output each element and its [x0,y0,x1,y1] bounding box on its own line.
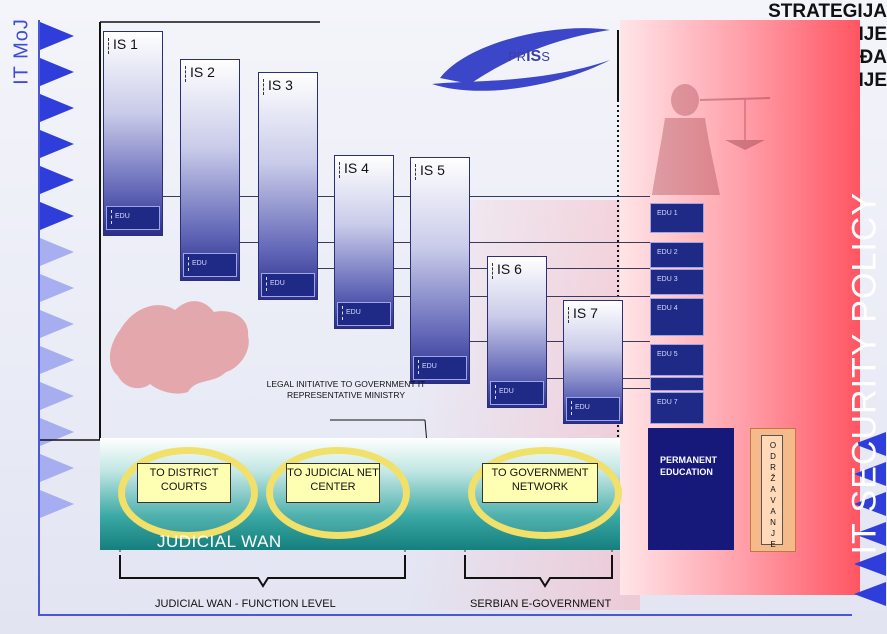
edu-box: EDU [413,356,467,380]
odrzavanje-letter: J [771,529,775,538]
is-box: IS 5 EDU [410,157,470,384]
is-label: IS 5 [420,162,445,178]
arrow-icon [854,522,886,546]
is-box: IS 1 EDU [103,31,163,236]
legal-initiative-note: LEGAL INITIATIVE TO GOVERNMENT IT REPRES… [266,379,426,400]
priss-logo: PRISS [508,48,550,65]
is-label: IS 4 [344,160,369,176]
arrow-icon [854,582,886,606]
odrzavanje-letter: V [770,496,776,505]
edu-right-box: EDU 4 [650,298,704,336]
edu-box: EDU [183,253,237,277]
is-label: IS 2 [190,64,215,80]
odrzavanje-letter: E [770,540,776,549]
odrzavanje-letter: N [770,518,776,527]
is-box: IS 6 EDU [487,256,547,408]
arrow-icon [40,58,74,86]
frame-bottom [38,614,852,616]
arrow-icon [40,418,74,446]
arrow-icon [854,552,886,576]
title-line: STRATEGIJA [768,1,887,22]
odrzavanje-letter: Ž [770,474,776,483]
edu-right-box: EDU 1 [650,203,704,233]
edu-link-line [316,268,650,269]
edu-right-box: EDU 3 [650,269,704,295]
arrow-icon [854,492,886,516]
odrzavanje-letter: A [770,485,776,494]
odrzavanje-letter: D [770,452,776,461]
arrow-icon [40,22,74,50]
judicial-net-center-box: TO JUDICIAL NET CENTER [286,463,380,503]
arrow-icon [40,310,74,338]
edu-box: EDU [261,273,315,297]
is-label: IS 7 [573,305,598,321]
arrow-icon [40,238,74,266]
is-label: IS 6 [497,261,522,277]
odrzavanje-letter: O [769,441,777,450]
edu-link-line [160,196,650,197]
edu-link-line [468,341,650,342]
arrow-icon [40,274,74,302]
edu-box: EDU [566,397,620,421]
permanent-education-box: PERMANENT EDUCATION [648,428,734,550]
arrow-icon [40,130,74,158]
is-box: IS 3 EDU [258,72,318,300]
edu-right-box [650,377,704,391]
brace-label: SERBIAN E-GOVERNMENT [470,598,612,610]
odrzavanje-letter: R [770,463,776,472]
arrow-icon [40,94,74,122]
is-box: IS 2 EDU [180,59,240,281]
edu-box: EDU [337,302,391,326]
is-box: IS 4 EDU [334,155,394,329]
judicial-wan-label: JUDICIAL WAN [157,532,282,551]
government-network-box: TO GOVERNMENT NETWORK [482,463,598,503]
arrow-icon [40,346,74,374]
edu-right-box: EDU 5 [650,344,704,376]
odrzavanje-letter: A [770,507,776,516]
arrow-icon [854,432,886,456]
security-policy-label: IT SECURITY POLICY [845,192,884,555]
is-label: IS 1 [113,36,138,52]
left-arrow-strip [40,22,74,518]
brace-label: JUDICIAL WAN - FUNCTION LEVEL [155,598,336,610]
arrow-icon [40,490,74,518]
arrow-icon [40,166,74,194]
is-box: IS 7 EDU [563,300,623,424]
district-courts-box: TO DISTRICT COURTS [137,463,231,503]
lady-justice-icon [652,84,771,195]
frame-left [38,20,40,616]
edu-right-box: EDU 2 [650,242,704,268]
edu-box: EDU [106,206,160,230]
is-label: IS 3 [268,77,293,93]
edu-right-box: EDU 7 [650,392,704,424]
arrow-icon [854,462,886,486]
arrow-icon [40,202,74,230]
arrow-icon [40,454,74,482]
edu-box: EDU [490,381,544,405]
europe-map-icon [109,301,249,394]
right-arrow-strip [854,432,886,606]
arrow-icon [40,382,74,410]
edu-link-line [620,388,650,389]
